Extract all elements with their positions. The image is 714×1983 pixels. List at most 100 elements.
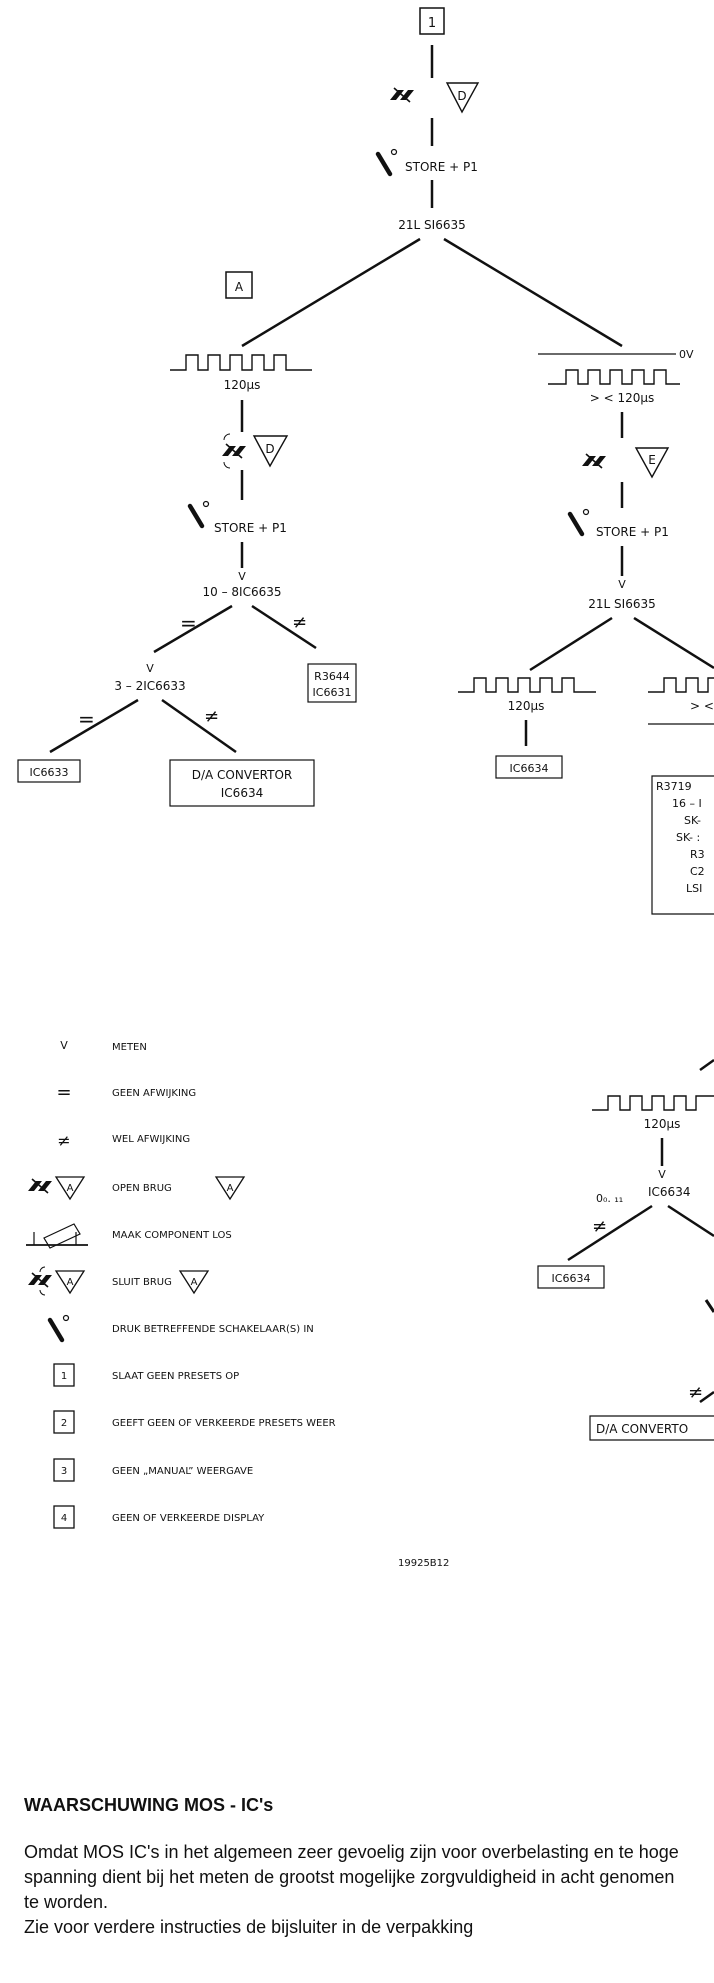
partial-convertor-label: D/A CONVERTO (596, 1422, 688, 1436)
box-r3644-line1: R3644 (314, 670, 350, 683)
legend-text-4: MAAK COMPONENT LOS (112, 1230, 232, 1241)
box-da-line1: D/A CONVERTOR (192, 768, 292, 782)
open-bridge-icon-right (581, 453, 607, 469)
legend-open-bridge-icon (27, 1178, 53, 1194)
legend-text-9: GEEN „MANUAL” WEERGAVE (112, 1466, 253, 1477)
pulse-left-label: 120μs (224, 378, 261, 392)
eq-sign-1: = (180, 611, 197, 635)
legend-text-6: DRUK BETREFFENDE SCHAKELAAR(S) IN (112, 1324, 314, 1335)
left-action: STORE + P1 (214, 521, 287, 535)
svg-text:C2: C2 (690, 865, 705, 878)
box-r3644-line2: IC6631 (313, 686, 352, 699)
svg-text:LSI: LSI (686, 882, 702, 895)
open-bridge-icon (389, 87, 415, 103)
ne-sign-lower-2: ≠ (688, 1382, 703, 1403)
svg-text:SK-: SK- (684, 814, 701, 827)
box-ic6633-label: IC6633 (30, 766, 69, 779)
box-ic6634-right-label: IC6634 (510, 762, 549, 775)
svg-text:R3719: R3719 (656, 780, 692, 793)
lower-meter: V (658, 1168, 666, 1181)
legend-open-bridge-tag: A (67, 1183, 74, 1194)
start-box-label: 1 (428, 16, 436, 31)
close-bridge-icon (223, 433, 231, 469)
svg-text:SK- :: SK- : (676, 831, 700, 844)
box-r3644 (307, 663, 357, 703)
box-ic6633 (17, 759, 81, 783)
svg-text:R3: R3 (690, 848, 705, 861)
pulse-lower-label: 120μs (644, 1117, 681, 1131)
sub-meter: V (146, 662, 154, 675)
legend-not-equals-icon: ≠ (57, 1131, 70, 1150)
legend-close-bridge-tag2: A (191, 1277, 198, 1288)
legend: V METEN = GEEN AFWIJKING ≠ WEL AFWIJKING… (26, 1039, 449, 1569)
start-box-1 (419, 7, 445, 35)
partial-convertor-box (589, 1415, 714, 1441)
pulse-train-right-3 (648, 677, 714, 693)
top-action: STORE + P1 (405, 160, 478, 174)
push-switch-icon-right (570, 510, 589, 535)
lower-pins: 0₀. ₁₁ (596, 1192, 623, 1205)
warning-body: Omdat MOS IC's in het algemeen zeer gevo… (24, 1842, 679, 1912)
push-switch-icon-left (190, 502, 209, 527)
legend-equals-icon: = (56, 1082, 71, 1103)
box-ic6634-right (495, 755, 563, 779)
triangle-d-label: D (457, 89, 466, 103)
legend-box-4 (53, 1505, 75, 1529)
legend-text-2: WEL AFWIJKING (112, 1134, 190, 1145)
legend-component-remove-icon (26, 1223, 88, 1249)
pulse-train-left (170, 354, 312, 371)
warning-title: WAARSCHUWING MOS - IC's (24, 1795, 274, 1815)
legend-box-3-label: 3 (61, 1466, 67, 1477)
legend-close-bridge-tag: A (67, 1277, 74, 1288)
triangle-d-left-label: D (265, 442, 274, 456)
partial-box (651, 775, 714, 915)
legend-box-1-label: 1 (61, 1371, 67, 1382)
pulse-train-right (548, 369, 680, 385)
right-ic: 21L SI6635 (588, 597, 655, 611)
legend-box-1 (53, 1363, 75, 1387)
partial-box-lines: R3719 16 – I SK- SK- : R3 C2 LSI (656, 780, 705, 895)
left-ic: 10 – 8IC6635 (203, 585, 282, 599)
legend-box-2 (53, 1410, 75, 1434)
push-switch-icon (378, 150, 397, 175)
warning-section: WAARSCHUWING MOS - IC's Omdat MOS IC's i… (24, 1795, 684, 1940)
left-meter: V (238, 570, 246, 583)
legend-open-bridge-tag2: A (227, 1183, 234, 1194)
legend-box-4-label: 4 (61, 1513, 67, 1524)
box-ic6634-lower (537, 1265, 605, 1289)
pulse-right2-label: 120μs (508, 699, 545, 713)
legend-box-2-label: 2 (61, 1418, 67, 1429)
pulse-right3-label: > < (690, 699, 714, 713)
legend-text-0: METEN (112, 1042, 147, 1053)
legend-text-5: SLUIT BRUG (112, 1277, 172, 1288)
legend-text-10: GEEN OF VERKEERDE DISPLAY (112, 1513, 265, 1524)
pulse-right-label: > < 120μs (590, 391, 655, 405)
right-action: STORE + P1 (596, 525, 669, 539)
svg-text:16 – I: 16 – I (672, 797, 702, 810)
warning-body-2: Zie voor verdere instructies de bijsluit… (24, 1917, 474, 1937)
pulse-train-right-2 (458, 677, 596, 693)
box-ic6634-lower-label: IC6634 (552, 1272, 591, 1285)
triangle-e-label: E (648, 453, 656, 467)
lower-ic: IC6634 (648, 1185, 690, 1199)
legend-text-7: SLAAT GEEN PRESETS OP (112, 1371, 239, 1382)
legend-box-3 (53, 1458, 75, 1482)
ov-label: 0V (679, 348, 694, 361)
pulse-train-lower (592, 1095, 714, 1111)
legend-text-8: GEEFT GEEN OF VERKEERDE PRESETS WEER (112, 1418, 336, 1429)
legend-close-bridge-icon (39, 1266, 46, 1296)
right-meter: V (618, 578, 626, 591)
ne-sign-lower: ≠ (592, 1216, 607, 1237)
eq-sign-2: = (78, 707, 95, 731)
legend-text-3: OPEN BRUG (112, 1183, 172, 1194)
legend-text-1: GEEN AFWIJKING (112, 1088, 196, 1099)
triangle-d-left (252, 435, 289, 468)
ne-sign-2: ≠ (204, 706, 219, 727)
ne-sign-1: ≠ (292, 612, 307, 633)
triangle-e (634, 447, 670, 479)
marker-a-label: A (235, 280, 244, 294)
legend-meter-v: V (60, 1039, 68, 1052)
sub-ic: 3 – 2IC6633 (114, 679, 185, 693)
box-da-line2: IC6634 (221, 786, 263, 800)
